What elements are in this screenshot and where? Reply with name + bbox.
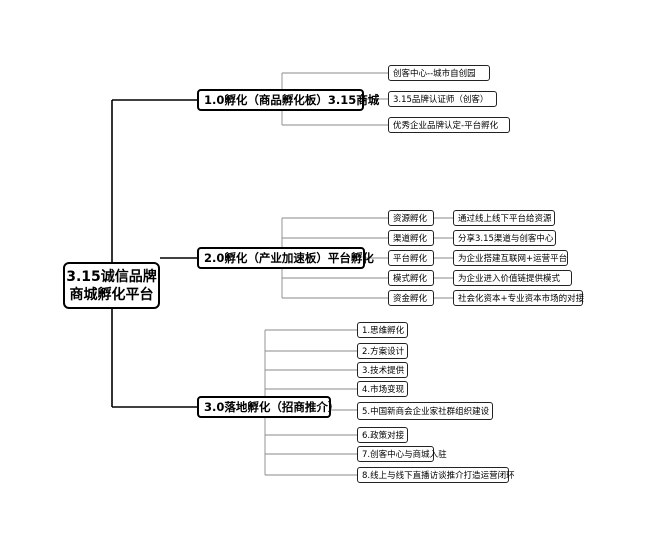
item-label: 模式孵化 (393, 274, 428, 284)
branch-1-item-3: 优秀企业品牌认定-平台孵化 (388, 117, 510, 133)
branch-1-item-2: 3.15品牌认证师（创客） (388, 91, 497, 107)
item-detail: 通过线上线下平台给资源 (458, 214, 552, 224)
item-label: 平台孵化 (393, 254, 428, 264)
branch-3-item-8: 8.线上与线下直播访谈推介打造运营闭环 (357, 467, 515, 483)
item-label: 8.线上与线下直播访谈推介打造运营闭环 (362, 471, 515, 481)
branch-1-node: 1.0孵化（商品孵化板）3.15商城 (197, 89, 379, 111)
branch-1-item-1: 创客中心--城市自创园 (388, 65, 490, 81)
item-label: 3.15品牌认证师（创客） (393, 95, 489, 105)
branch-2-item-5: 资金孵化 (388, 290, 434, 306)
item-label: 1.思维孵化 (362, 326, 405, 336)
item-detail: 为企业搭建互联网+运营平台 (458, 254, 568, 264)
branch-3-item-7: 7.创客中心与商城入驻 (357, 446, 447, 462)
item-label: 渠道孵化 (393, 234, 428, 244)
branch-3-label: 3.0落地孵化（招商推介） (204, 400, 340, 414)
item-label: 2.方案设计 (362, 347, 405, 357)
branch-1-label: 1.0孵化（商品孵化板）3.15商城 (204, 93, 380, 107)
branch-2-item-5-detail: 社会化资本+专业资本市场的对接 (453, 290, 585, 306)
item-label: 资源孵化 (393, 214, 428, 224)
item-detail: 分享3.15渠道与创客中心 (458, 234, 554, 244)
item-label: 4.市场变现 (362, 385, 405, 395)
item-label: 3.技术提供 (362, 366, 405, 376)
item-label: 创客中心--城市自创园 (393, 69, 476, 79)
branch-2-item-1-detail: 通过线上线下平台给资源 (453, 210, 555, 226)
branch-2-label: 2.0孵化（产业加速板）平台孵化 (204, 251, 374, 265)
branch-2-item-3-detail: 为企业搭建互联网+运营平台 (453, 250, 568, 266)
branch-3-item-6: 6.政策对接 (357, 427, 408, 443)
root-node: 3.15诚信品牌 商城孵化平台 (63, 262, 160, 309)
item-detail: 为企业进入价值链提供模式 (458, 274, 561, 284)
branch-3-item-3: 3.技术提供 (357, 362, 408, 378)
branch-2-node: 2.0孵化（产业加速板）平台孵化 (197, 247, 374, 269)
branch-2-item-2-detail: 分享3.15渠道与创客中心 (453, 230, 556, 246)
branch-2-item-3: 平台孵化 (388, 250, 434, 266)
branch-2-item-4-detail: 为企业进入价值链提供模式 (453, 270, 572, 286)
branch-3-item-5: 5.中国新商会企业家社群组织建设 (357, 402, 493, 420)
item-label: 6.政策对接 (362, 431, 405, 441)
item-label: 7.创客中心与商城入驻 (362, 450, 447, 460)
branch-3-node: 3.0落地孵化（招商推介） (197, 396, 339, 418)
root-line-1: 3.15诚信品牌 (66, 268, 157, 285)
item-detail: 社会化资本+专业资本市场的对接 (458, 294, 585, 304)
branch-2-item-1: 资源孵化 (388, 210, 434, 226)
item-label: 资金孵化 (393, 294, 428, 304)
item-label: 5.中国新商会企业家社群组织建设 (362, 407, 490, 417)
branch-2-item-2: 渠道孵化 (388, 230, 434, 246)
root-line-2: 商城孵化平台 (69, 286, 154, 303)
branch-3-item-4: 4.市场变现 (357, 381, 408, 397)
branch-3-item-2: 2.方案设计 (357, 343, 408, 359)
item-label: 优秀企业品牌认定-平台孵化 (393, 121, 499, 131)
branch-3-item-1: 1.思维孵化 (357, 322, 408, 338)
branch-2-item-4: 模式孵化 (388, 270, 434, 286)
